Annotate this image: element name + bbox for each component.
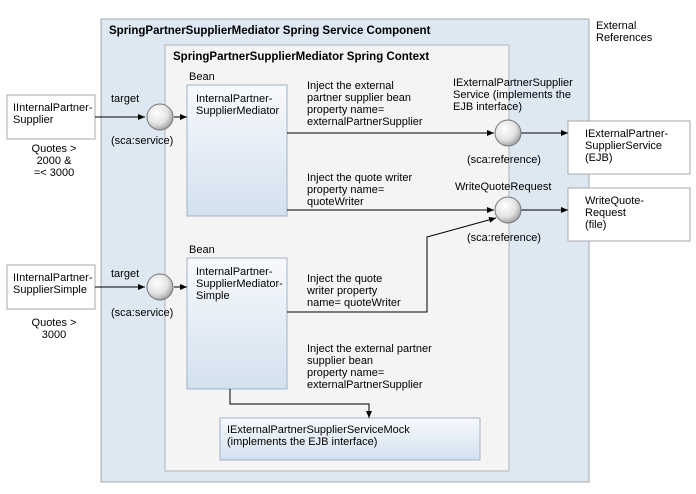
bean-name-1: InternalPartner- SupplierMediator bbox=[196, 93, 280, 117]
mock-bean-name: IExternalPartnerSupplierServiceMock (imp… bbox=[227, 424, 410, 448]
ext-box-internal-supplier bbox=[6, 94, 96, 140]
routing-condition-2: Quotes > 3000 bbox=[31, 317, 77, 341]
target-label-1: target bbox=[111, 93, 140, 105]
client-interface-1: IInternalPartner- Supplier bbox=[13, 102, 93, 126]
reference-binding-label-1: (sca:reference) bbox=[467, 154, 541, 166]
service-circle-1 bbox=[146, 103, 174, 131]
routing-condition-1: Quotes > 2000 & =< 3000 bbox=[31, 143, 77, 179]
bean-box-mediator-simple bbox=[186, 257, 288, 390]
reference-circle-2 bbox=[494, 196, 522, 224]
ext-box-write-quote bbox=[567, 187, 691, 242]
injection-label-4: Inject the external partner supplier bea… bbox=[307, 343, 432, 391]
reference-name-1: IExternalPartnerSupplier Service (implem… bbox=[453, 77, 573, 113]
edge-bean2-to-reference2 bbox=[287, 216, 497, 313]
component-title: SpringPartnerSupplierMediator Spring Ser… bbox=[109, 25, 431, 37]
bean-header-2: Bean bbox=[189, 244, 215, 256]
mock-bean-box bbox=[219, 417, 481, 461]
service-binding-label-2: (sca:service) bbox=[111, 307, 174, 319]
reference-circle-1 bbox=[494, 119, 522, 147]
reference-name-2: WriteQuoteRequest bbox=[455, 181, 552, 193]
injection-label-1: Inject the external partner supplier bea… bbox=[307, 80, 423, 128]
external-references-label: External References bbox=[596, 20, 653, 44]
client-interface-2: IInternalPartner- SupplierSimple bbox=[13, 272, 93, 296]
bean-box-mediator bbox=[186, 84, 288, 217]
ext-box-supplier-service bbox=[567, 120, 691, 175]
ext-box-internal-supplier-simple bbox=[6, 264, 96, 310]
target-label-2: target bbox=[111, 268, 140, 280]
bean-header-1: Bean bbox=[189, 71, 215, 83]
edge-bean2-to-mock bbox=[229, 389, 372, 418]
injection-label-2: Inject the quote writer property name= q… bbox=[307, 172, 413, 208]
external-target-1: IExternalPartner- SupplierService (EJB) bbox=[585, 128, 669, 164]
external-target-2: WriteQuote- Request (file) bbox=[585, 195, 645, 231]
bean-name-2: InternalPartner- SupplierMediator- Simpl… bbox=[196, 266, 283, 302]
context-title: SpringPartnerSupplierMediator Spring Con… bbox=[173, 51, 430, 63]
injection-label-3: Inject the quote writer property name= q… bbox=[307, 273, 401, 309]
service-circle-2 bbox=[146, 273, 174, 301]
reference-binding-label-2: (sca:reference) bbox=[467, 232, 541, 244]
service-binding-label-1: (sca:service) bbox=[111, 135, 174, 147]
